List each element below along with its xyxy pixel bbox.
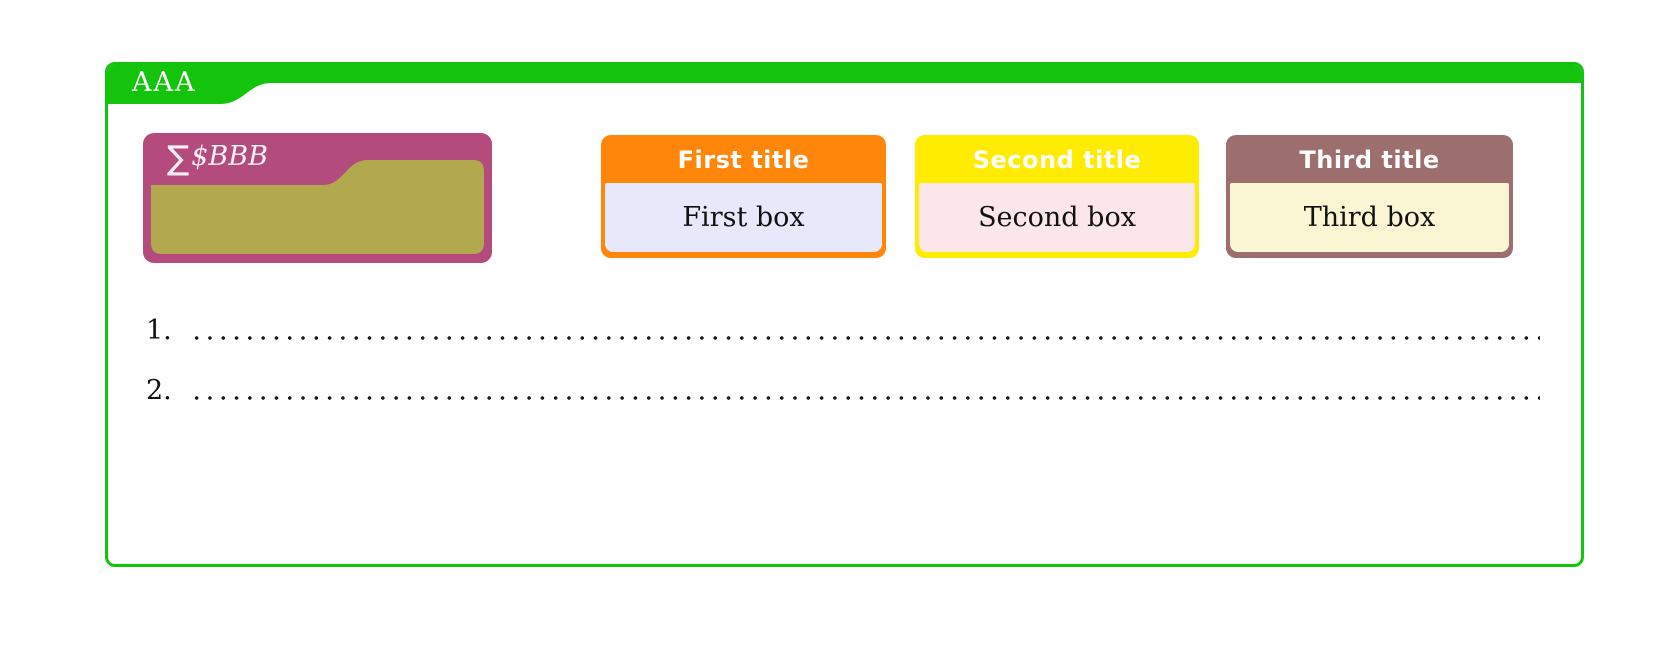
sum-card-title: ∑$BBB [167, 138, 268, 177]
answer-line-2: 2. [146, 377, 1540, 407]
answer-line-2-dotted-leader [190, 377, 1540, 401]
answer-line-2-number: 2. [146, 375, 172, 406]
card-second-title: Second title [972, 146, 1142, 174]
card-first-body: First box [605, 183, 882, 252]
card-first-title: First title [677, 146, 810, 174]
sum-symbol-icon: ∑ [167, 138, 190, 177]
frame-tab-label: AAA [132, 67, 197, 98]
sum-card-body-path [151, 160, 484, 254]
answer-line-1: 1. [146, 317, 1540, 347]
card-third-body: Third box [1230, 183, 1509, 252]
frame-header-tab-shape [108, 65, 1581, 104]
answer-line-1-dotted-leader [190, 317, 1540, 341]
main-green-frame: AAA ∑$BBB First title First box Second t… [105, 62, 1584, 567]
answer-line-1-number: 1. [146, 315, 172, 346]
card-third: Third title Third box [1226, 135, 1513, 258]
sum-card-label: $BBB [191, 141, 268, 172]
card-second-body: Second box [919, 183, 1195, 252]
frame-header-path [108, 65, 1581, 104]
sum-card-body-shape [151, 160, 484, 254]
card-second: Second title Second box [915, 135, 1199, 258]
card-third-title: Third title [1299, 146, 1440, 174]
sum-card: ∑$BBB [143, 133, 492, 263]
card-first: First title First box [601, 135, 886, 258]
